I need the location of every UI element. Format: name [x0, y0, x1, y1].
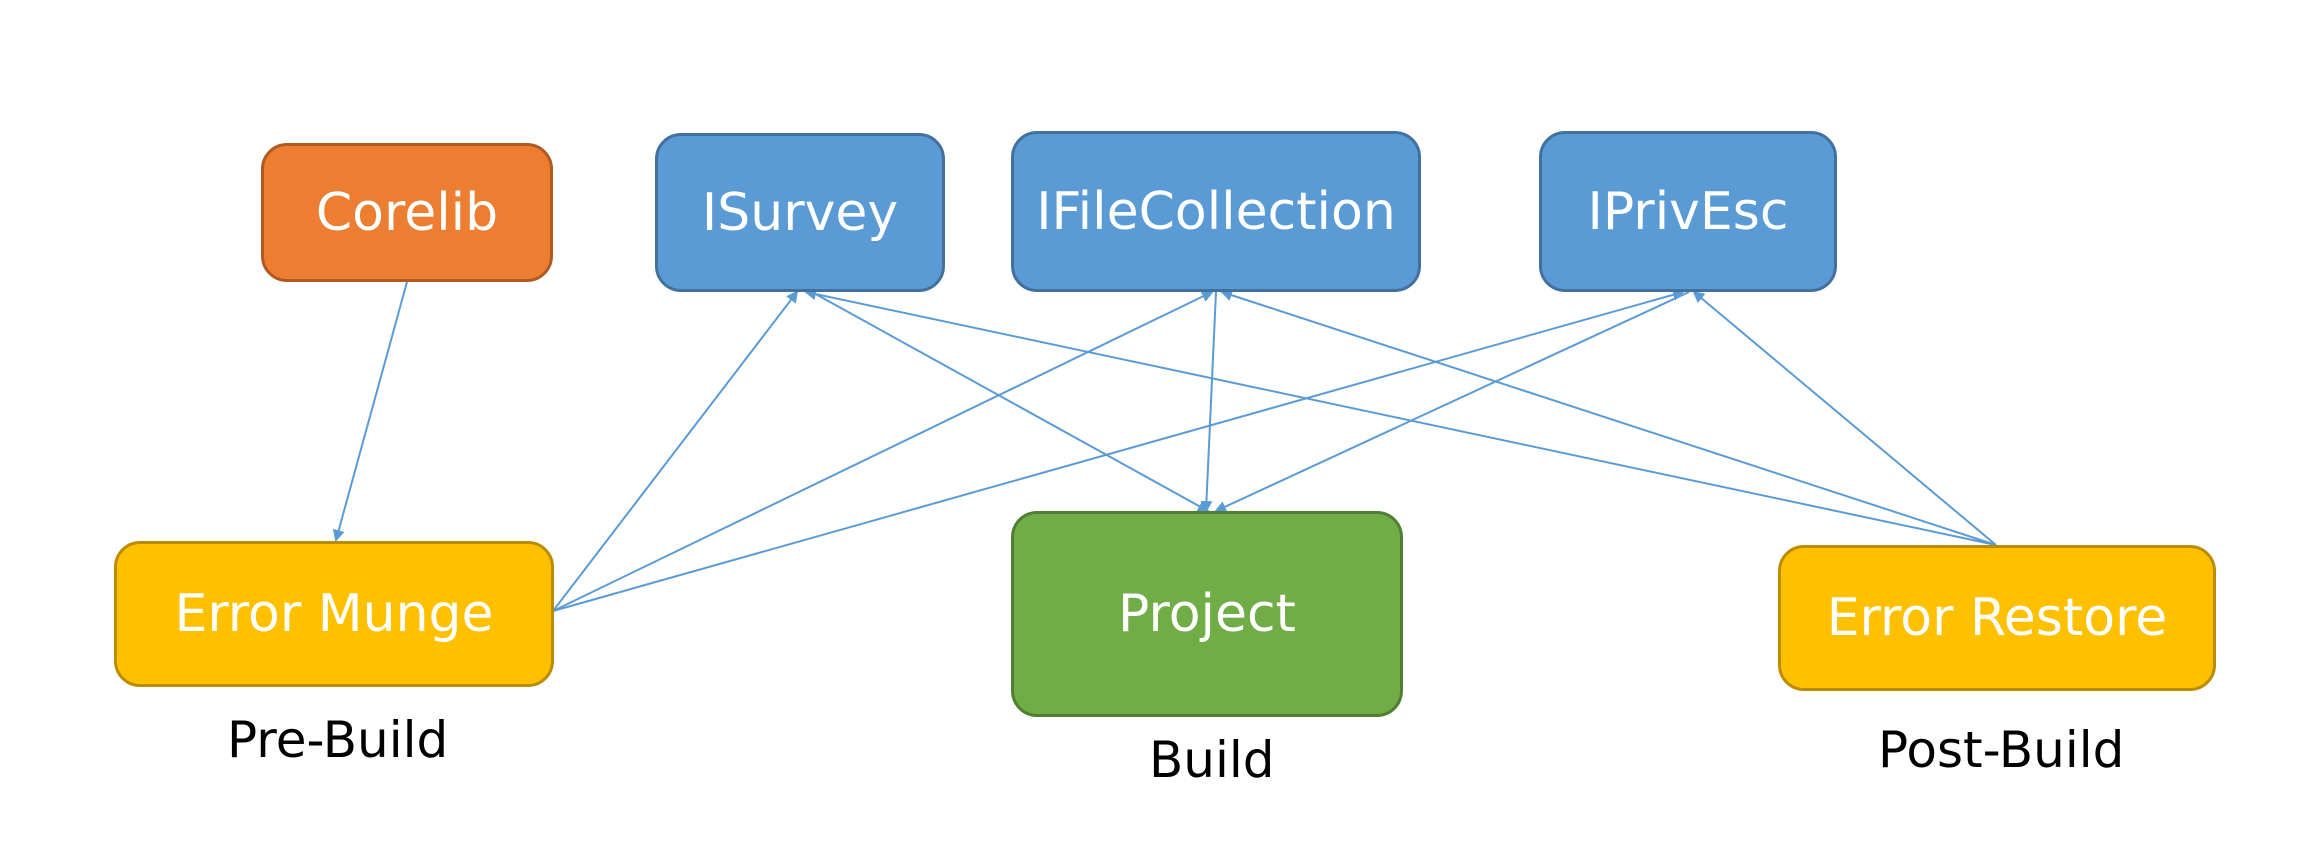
- arrow-error-restore-to-isurvey: [804, 288, 1997, 546]
- arrow-error-munge-to-ifilecollection: [552, 290, 1214, 612]
- error-restore-label: Error Restore: [1826, 588, 2168, 648]
- arrow-error-restore-to-ifilecollection: [1220, 289, 1997, 546]
- post-build-caption: Post-Build: [1878, 721, 2125, 779]
- arrow-ifilecollection-to-project: [1200, 291, 1217, 513]
- arrow-iprivesc-to-project: [1214, 291, 1690, 513]
- error-restore-node: Error Restore: [1778, 545, 2216, 691]
- ifilecollection-node: IFileCollection: [1011, 131, 1421, 292]
- arrow-error-restore-to-iprivesc: [1692, 290, 1997, 546]
- arrow-error-munge-to-iprivesc: [552, 288, 1685, 612]
- build-caption: Build: [1149, 731, 1275, 789]
- pre-build-caption: Pre-Build: [227, 711, 449, 769]
- isurvey-node: ISurvey: [655, 133, 945, 292]
- project-label: Project: [1118, 584, 1296, 644]
- ifilecollection-label: IFileCollection: [1036, 181, 1396, 242]
- isurvey-label: ISurvey: [701, 182, 899, 243]
- iprivesc-label: IPrivEsc: [1587, 181, 1789, 242]
- error-munge-node: Error Munge: [114, 541, 554, 687]
- corelib-node: Corelib: [261, 143, 553, 282]
- project-node: Project: [1011, 511, 1403, 717]
- error-munge-label: Error Munge: [174, 584, 494, 644]
- corelib-label: Corelib: [315, 182, 499, 243]
- arrow-error-munge-to-isurvey: [552, 290, 799, 612]
- iprivesc-node: IPrivEsc: [1539, 131, 1837, 292]
- arrow-isurvey-to-project: [811, 291, 1210, 512]
- edge-layer: [332, 281, 1997, 612]
- arrow-corelib-to-error-munge: [332, 281, 408, 542]
